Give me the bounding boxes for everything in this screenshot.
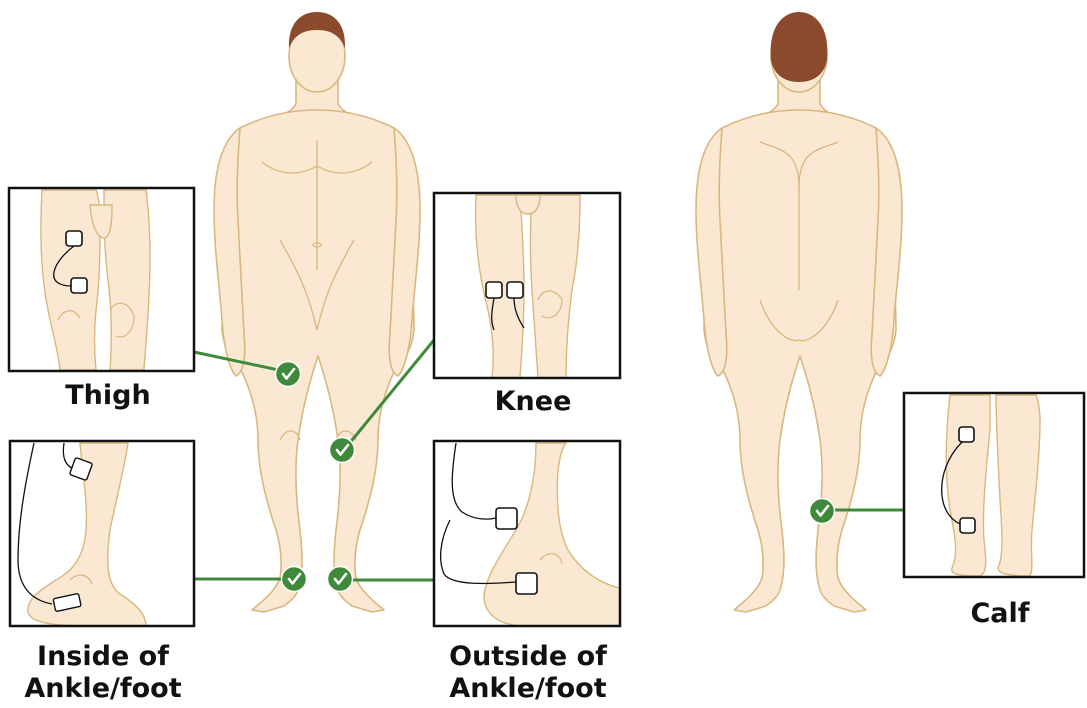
calf-check-icon xyxy=(810,499,835,524)
knee-check-icon xyxy=(330,438,355,463)
calf-label-line: Calf xyxy=(945,598,1055,630)
outside-ankle-label: Outside of Ankle/foot xyxy=(438,641,618,705)
electrode-pad-icon xyxy=(959,427,974,442)
calf-label: Calf xyxy=(945,598,1055,630)
electrode-pad-icon xyxy=(516,573,537,594)
inside-ankle-label-line-1: Inside of xyxy=(18,641,188,673)
electrode-pad-icon xyxy=(71,278,87,293)
outside-ankle-check-icon xyxy=(328,567,353,592)
thigh-check-icon xyxy=(276,362,301,387)
knee-label: Knee xyxy=(478,386,588,418)
knee-label-line: Knee xyxy=(478,386,588,418)
outside-ankle-inset xyxy=(434,441,620,626)
outside-ankle-label-line-2: Ankle/foot xyxy=(438,673,618,705)
electrode-pad-icon xyxy=(486,282,502,298)
inside-ankle-inset xyxy=(10,441,194,626)
back-body-figure xyxy=(696,20,902,612)
thigh-label: Thigh xyxy=(58,380,158,412)
electrode-pad-icon xyxy=(960,518,975,533)
inside-ankle-label: Inside of Ankle/foot xyxy=(18,641,188,705)
thigh-label-line: Thigh xyxy=(58,380,158,412)
inside-ankle-check-icon xyxy=(282,567,307,592)
inside-ankle-label-line-2: Ankle/foot xyxy=(18,673,188,705)
front-body-figure xyxy=(214,20,420,612)
electrode-pad-icon xyxy=(507,282,523,298)
calf-inset xyxy=(904,393,1084,577)
electrode-pad-icon xyxy=(66,231,82,246)
electrode-pad-icon xyxy=(496,508,517,529)
outside-ankle-label-line-1: Outside of xyxy=(438,641,618,673)
knee-inset xyxy=(434,193,620,378)
back-hair xyxy=(771,12,828,82)
thigh-inset xyxy=(9,188,194,371)
